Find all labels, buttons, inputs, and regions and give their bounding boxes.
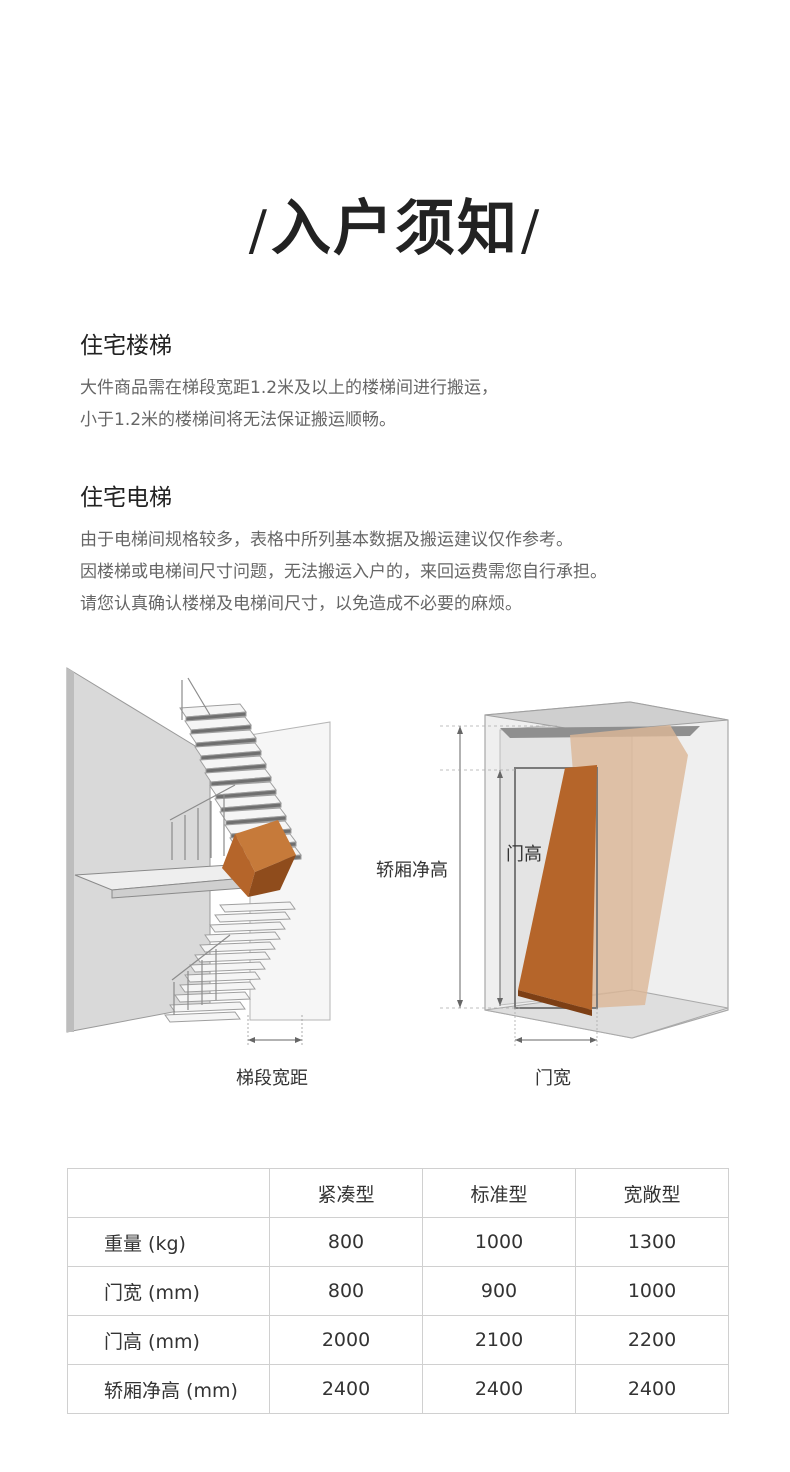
table-cell: 1300 — [575, 1217, 729, 1267]
table-cell: 800 — [269, 1266, 423, 1316]
stair-riser — [195, 737, 257, 748]
stair-riser — [200, 750, 262, 761]
title-slash-right: / — [521, 199, 542, 262]
stairs-text-line: 小于1.2米的楼梯间将无法保证搬运顺畅。 — [80, 410, 397, 430]
table-row-label: 轿厢净高 (mm) — [67, 1364, 270, 1414]
page-title: /入户须知/ — [0, 180, 790, 267]
table-row: 门宽 (mm) 800 900 1000 — [67, 1266, 729, 1316]
table-cell: 900 — [422, 1266, 576, 1316]
elevator-illustration — [440, 701, 729, 1046]
table-cell: 1000 — [422, 1217, 576, 1267]
stair-riser — [215, 789, 277, 800]
stair-step — [199, 941, 276, 953]
stair-step — [174, 991, 251, 1003]
elevator-text-line: 请您认真确认楼梯及电梯间尺寸，以免造成不必要的麻烦。 — [80, 594, 522, 614]
table-row: 重量 (kg) 800 1000 1300 — [67, 1217, 729, 1267]
elevator-text-line: 由于电梯间规格较多，表格中所列基本数据及搬运建议仅作参考。 — [80, 530, 573, 550]
table-cell: 2100 — [422, 1315, 576, 1365]
stair-riser — [220, 802, 282, 813]
table-row: 轿厢净高 (mm) 2400 2400 2400 — [67, 1364, 729, 1414]
table-header-row: 紧凑型 标准型 宽敞型 — [67, 1168, 729, 1218]
stair-step — [214, 911, 291, 923]
table-row: 门高 (mm) 2000 2100 2200 — [67, 1315, 729, 1365]
stair-step — [179, 981, 256, 993]
table-cell: 1000 — [575, 1266, 729, 1316]
table-cell: 2400 — [422, 1364, 576, 1414]
stair-step — [209, 921, 286, 933]
table-cell: 2400 — [575, 1364, 729, 1414]
door-width-caption: 门宽 — [535, 1068, 571, 1089]
table-row-label: 重量 (kg) — [67, 1217, 270, 1267]
elevator-spec-table: 紧凑型 标准型 宽敞型 重量 (kg) 800 1000 1300 门宽 (mm… — [67, 1168, 729, 1414]
stair-step — [169, 1001, 246, 1013]
table-header-cell: 紧凑型 — [269, 1168, 423, 1218]
stair-step — [219, 901, 296, 913]
stairs-text-line: 大件商品需在梯段宽距1.2米及以上的楼梯间进行搬运， — [80, 378, 499, 398]
stair-width-caption: 梯段宽距 — [236, 1068, 308, 1089]
stairs-section: 住宅楼梯 大件商品需在梯段宽距1.2米及以上的楼梯间进行搬运， 小于1.2米的楼… — [80, 326, 760, 436]
elevator-section: 住宅电梯 由于电梯间规格较多，表格中所列基本数据及搬运建议仅作参考。 因楼梯或电… — [80, 478, 760, 620]
stair-riser — [190, 724, 252, 735]
title-text: 入户须知 — [271, 194, 519, 264]
table-header-cell: 宽敞型 — [575, 1168, 729, 1218]
door-height-label: 门高 — [506, 844, 542, 865]
stair-step — [189, 961, 266, 973]
table-cell: 2200 — [575, 1315, 729, 1365]
table-header-cell — [67, 1168, 270, 1218]
stair-riser — [205, 763, 267, 774]
table-cell: 2400 — [269, 1364, 423, 1414]
stair-riser — [185, 711, 247, 722]
table-row-label: 门宽 (mm) — [67, 1266, 270, 1316]
table-header-cell: 标准型 — [422, 1168, 576, 1218]
stair-riser — [225, 815, 287, 826]
stair-riser — [210, 776, 272, 787]
stair-step — [164, 1011, 241, 1023]
stairs-heading: 住宅楼梯 — [80, 333, 172, 359]
title-slash-left: / — [248, 199, 269, 262]
elevator-text-line: 因楼梯或电梯间尺寸问题，无法搬运入户的，来回运费需您自行承担。 — [80, 562, 607, 582]
table-cell: 800 — [269, 1217, 423, 1267]
elevator-heading: 住宅电梯 — [80, 485, 172, 511]
table-row-label: 门高 (mm) — [67, 1315, 270, 1365]
table-cell: 2000 — [269, 1315, 423, 1365]
car-height-label: 轿厢净高 — [376, 860, 448, 881]
stairwell-illustration — [66, 667, 331, 1046]
